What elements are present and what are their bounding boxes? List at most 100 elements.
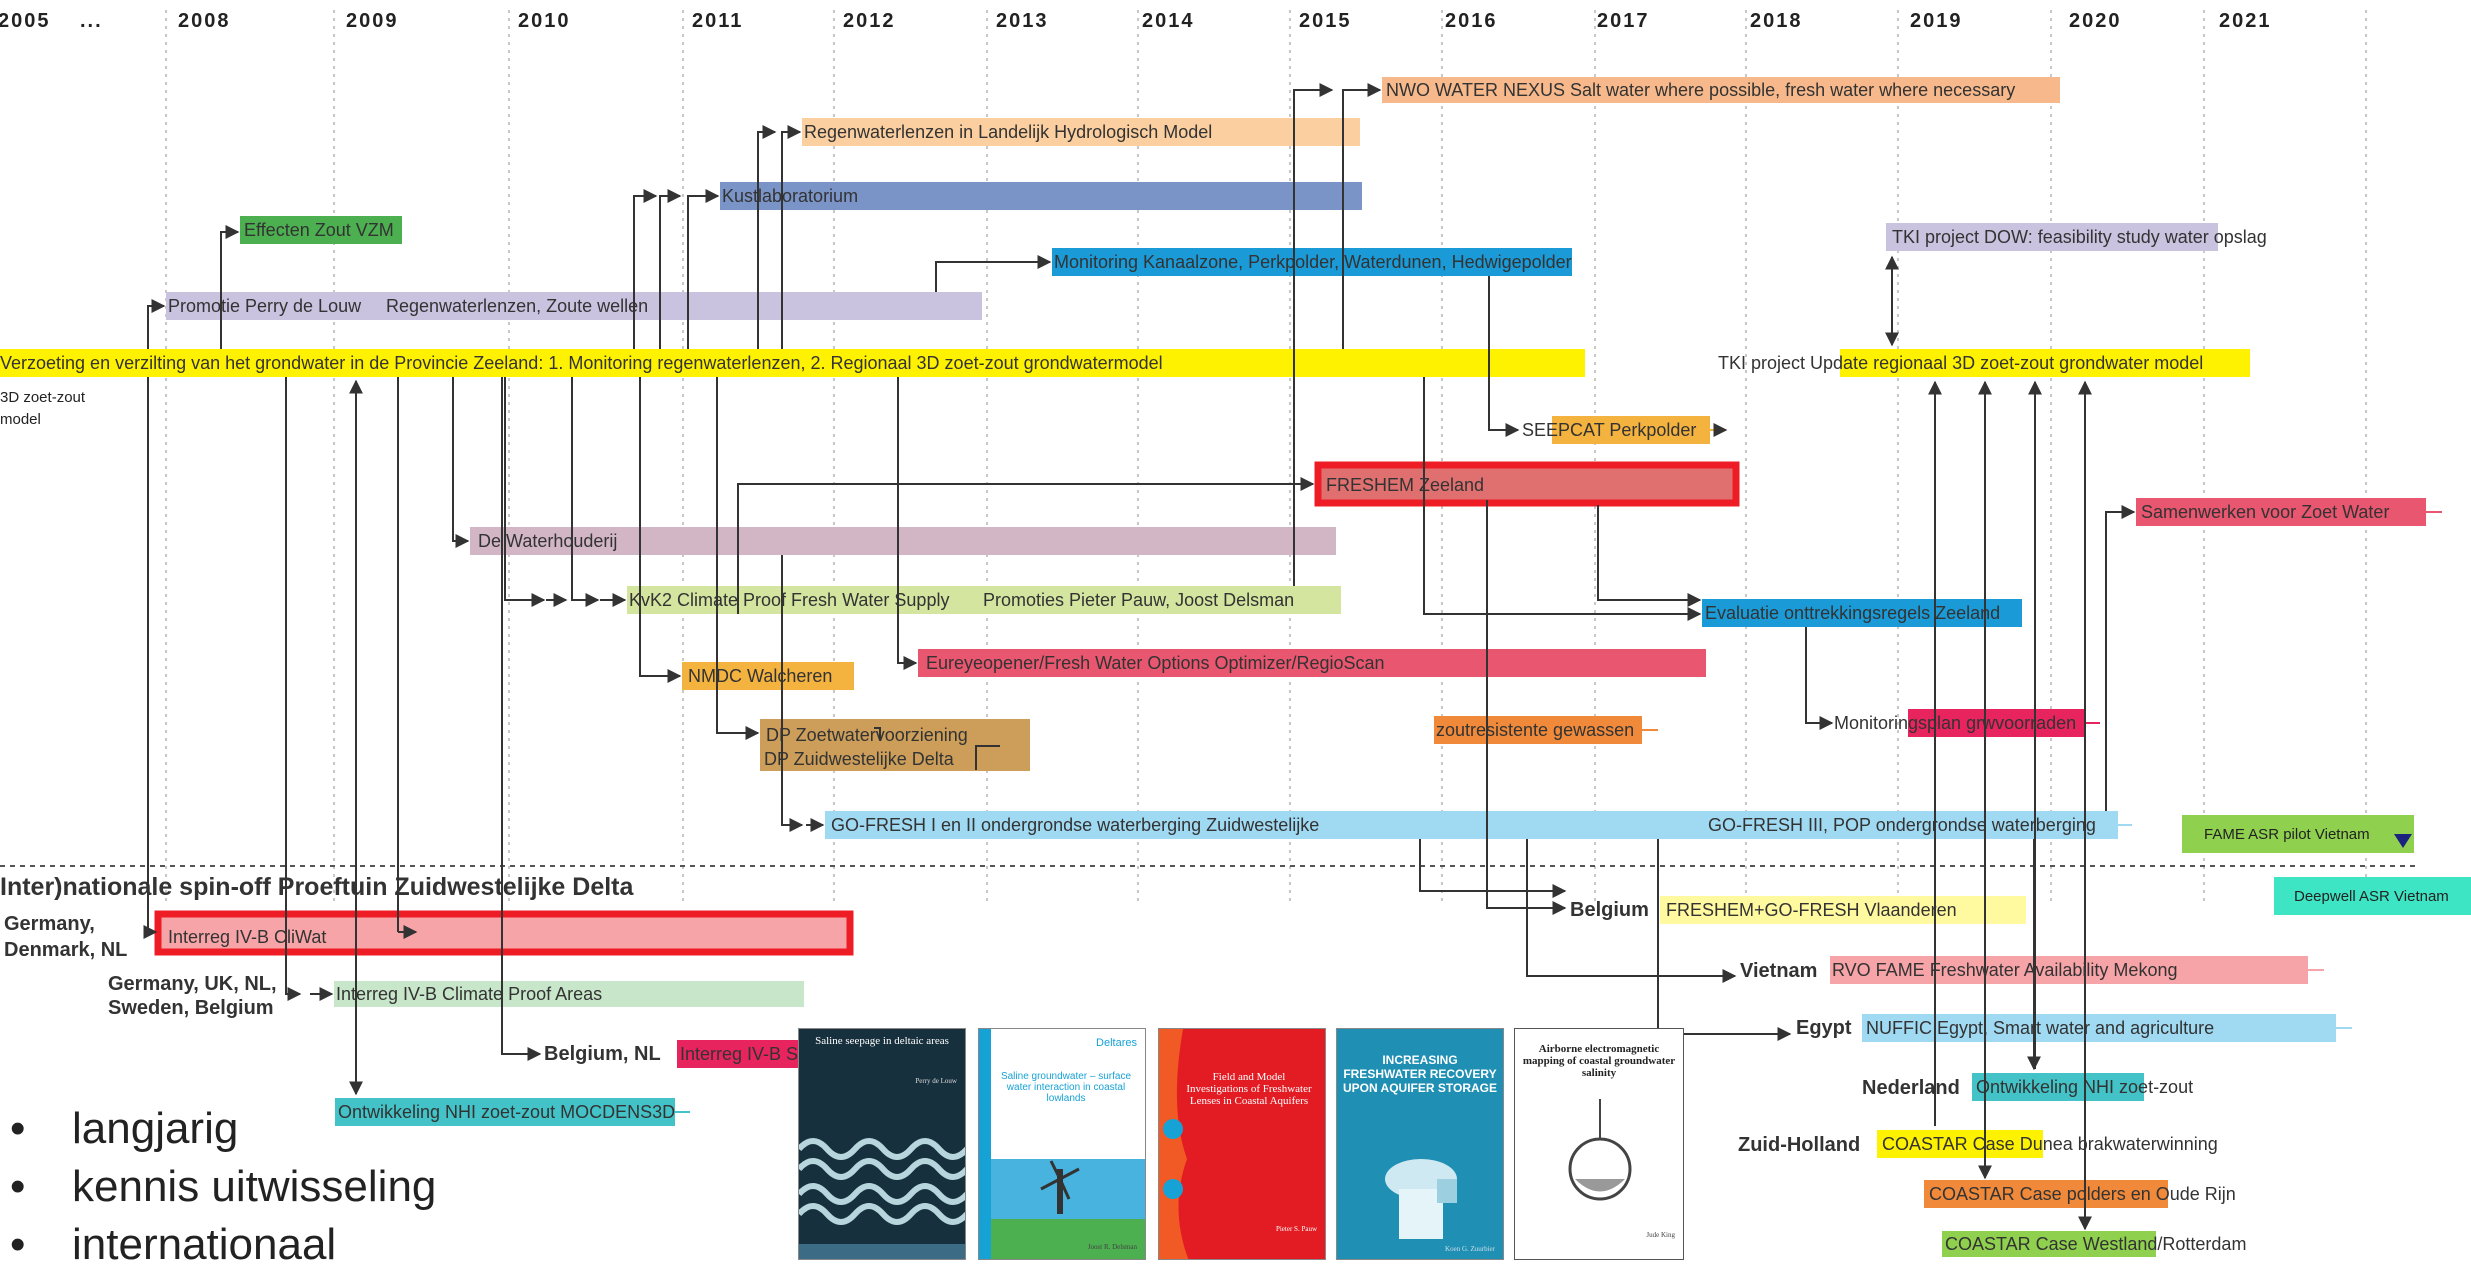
cover-author: Joost R. Delsman	[1087, 1243, 1137, 1251]
label-deepwell-asr: Deepwell ASR Vietnam	[2294, 888, 2449, 905]
label-nwo-water-nexus: NWO WATER NEXUS Salt water where possibl…	[1386, 80, 2015, 100]
label-kvk2: KvK2 Climate Proof Fresh Water Supply	[629, 590, 949, 610]
cover-airborne-em: Airborne electromagnetic mapping of coas…	[1514, 1028, 1684, 1260]
label-effecten-zout-vzm: Effecten Zout VZM	[244, 220, 394, 240]
bar-nmdc	[682, 662, 854, 690]
bar-freshem-gofresh-vl	[1660, 896, 2026, 924]
cover-image	[1568, 1099, 1632, 1201]
bar-promotie-perry	[166, 292, 982, 320]
label-interreg-ivb-s: Interreg IV-B S	[680, 1044, 798, 1064]
bar-monitoringsplan	[1908, 709, 2086, 737]
bar-samenwerken	[2136, 498, 2426, 526]
cover-author: Koen G. Zuurbier	[1445, 1245, 1495, 1253]
cover-saline-seepage: Saline seepage in deltaic areas Perry de…	[798, 1028, 966, 1260]
bar-interreg-ivb-s	[677, 1040, 801, 1068]
bar-kustlaboratorium	[720, 182, 1362, 210]
label-nmdc: NMDC Walcheren	[688, 666, 832, 686]
year-2018: 2018	[1750, 10, 1803, 32]
label-waterhouderij: De Waterhouderij	[478, 531, 617, 551]
year-2010: 2010	[518, 10, 571, 32]
label-interreg-cpa: Interreg IV-B Climate Proof Areas	[336, 984, 602, 1004]
label-regenwaterlenzen-lhm: Regenwaterlenzen in Landelijk Hydrologis…	[804, 122, 1212, 142]
bar-effecten-zout-vzm	[240, 216, 402, 244]
bar-deepwell-asr	[2274, 877, 2471, 915]
region-zuid-holland: Zuid-Holland	[1738, 1134, 1860, 1156]
bar-nuffic-egypt	[1862, 1014, 2336, 1042]
bar-fame-asr	[2182, 815, 2414, 853]
year-2011: 2011	[692, 10, 743, 32]
year-2019: 2019	[1910, 10, 1963, 32]
label-tki-dow: TKI project DOW: feasibility study water…	[1892, 227, 2267, 247]
year-2005: 2005	[0, 10, 51, 32]
label-fame-asr: FAME ASR pilot Vietnam	[2204, 826, 2370, 843]
bullet-item: kennis uitwisseling	[0, 1158, 436, 1216]
year-2017: 2017	[1597, 10, 1650, 32]
year-2009: 2009	[346, 10, 399, 32]
summary-bullets: langjarig kennis uitwisseling internatio…	[0, 1100, 436, 1274]
bar-eureyeopener	[918, 649, 1706, 677]
bar-nwo-water-nexus	[1382, 77, 2060, 103]
region-germany-uk-2: Sweden, Belgium	[108, 997, 274, 1019]
label-nuffic-egypt: NUFFIC Egypt, Smart water and agricultur…	[1866, 1018, 2214, 1038]
label-verzoeting-main: Verzoeting en verzilting van het grondwa…	[0, 353, 1163, 373]
year-ellipsis: ...	[80, 10, 103, 32]
cover-image	[1385, 1159, 1457, 1239]
bar-zoutresistente	[1434, 716, 1642, 744]
section-heading: Inter)nationale spin-off Proeftuin Zuidw…	[0, 873, 634, 901]
region-nederland: Nederland	[1862, 1077, 1960, 1099]
label-dp-zuidwestelijke: DP Zuidwestelijke Delta	[764, 749, 955, 769]
label-freshem-gofresh-vl: FRESHEM+GO-FRESH Vlaanderen	[1666, 900, 1957, 920]
bar-rvo-fame	[1830, 956, 2308, 984]
cover-brand: Deltares	[1096, 1037, 1137, 1049]
cover-title: INCREASING FRESHWATER RECOVERY UPON AQUI…	[1343, 1053, 1498, 1095]
year-2012: 2012	[843, 10, 896, 32]
wave-pattern-image	[799, 1138, 965, 1259]
bar-freshem-zeeland	[1314, 461, 1740, 507]
bar-tki-dow	[1886, 223, 2218, 251]
bar-evaluatie	[1702, 599, 2022, 627]
label-seepcat: SEEPCAT Perkpolder	[1522, 420, 1696, 440]
label-interreg-cliwat: Interreg IV-B CliWat	[168, 927, 326, 947]
region-germany-uk-1: Germany, UK, NL,	[108, 973, 277, 995]
year-2016: 2016	[1445, 10, 1498, 32]
cover-title: Saline seepage in deltaic areas	[815, 1035, 949, 1047]
region-germany-denmark-1: Germany,	[4, 913, 95, 935]
label-rvo-fame: RVO FAME Freshwater Availability Mekong	[1832, 960, 2177, 980]
region-germany-denmark-2: Denmark, NL	[4, 939, 127, 961]
label-gofresh-1-2: GO-FRESH I en II ondergrondse waterbergi…	[831, 815, 1319, 835]
year-axis: 2005 ... 2008 2009 2010 2011 2012 2013 2…	[0, 10, 2270, 32]
label-freshem-zeeland: FRESHEM Zeeland	[1326, 475, 1484, 495]
bar-regenwaterlenzen-lhm	[802, 118, 1360, 146]
label-coastar-westland: COASTAR Case Westland/Rotterdam	[1945, 1234, 2246, 1254]
cover-image	[1159, 1029, 1189, 1259]
bar-kvk2	[627, 586, 1341, 614]
year-2013: 2013	[996, 10, 1049, 32]
bar-nhi-zoet-zout	[1972, 1073, 2144, 1101]
bar-coastar-dunea	[1877, 1130, 2043, 1158]
bullet-item: langjarig	[0, 1100, 436, 1158]
year-2008: 2008	[178, 10, 231, 32]
bar-interreg-cliwat	[154, 910, 854, 956]
cover-title: Airborne electromagnetic mapping of coas…	[1522, 1043, 1676, 1079]
bar-end-arrows	[675, 423, 2442, 1113]
label-gofresh-3: GO-FRESH III, POP ondergrondse waterberg…	[1708, 815, 2096, 835]
bar-waterhouderij	[470, 527, 1336, 555]
region-belgium-nl: Belgium, NL	[544, 1043, 661, 1065]
label-coastar-dunea: COASTAR Case Dunea brakwaterwinning	[1882, 1134, 2218, 1154]
cover-author: Pieter S. Pauw	[1275, 1225, 1317, 1233]
cover-author: Perry de Louw	[915, 1077, 957, 1085]
label-evaluatie: Evaluatie onttrekkingsregels Zeeland	[1705, 603, 2000, 623]
label-dp-zoetwater: DP Zoetwatervoorziening	[766, 725, 968, 745]
cover-title: Field and Model Investigations of Freshw…	[1186, 1071, 1312, 1107]
bar-coastar-westland	[1942, 1231, 2156, 1257]
bar-monitoring-kanaalzone	[1052, 248, 1572, 276]
label-promoties-pauw: Promoties Pieter Pauw, Joost Delsman	[983, 590, 1294, 610]
cover-aquifer-storage: INCREASING FRESHWATER RECOVERY UPON AQUI…	[1336, 1028, 1504, 1260]
bar-gofresh-3	[1708, 811, 2118, 839]
bar-tki-update	[1840, 349, 2250, 377]
bar-gofresh-1-2	[825, 811, 1737, 839]
cover-saline-groundwater: Deltares Saline groundwater – surface wa…	[978, 1028, 1146, 1260]
cover-author: Jude King	[1646, 1231, 1675, 1239]
region-egypt: Egypt	[1796, 1017, 1852, 1039]
